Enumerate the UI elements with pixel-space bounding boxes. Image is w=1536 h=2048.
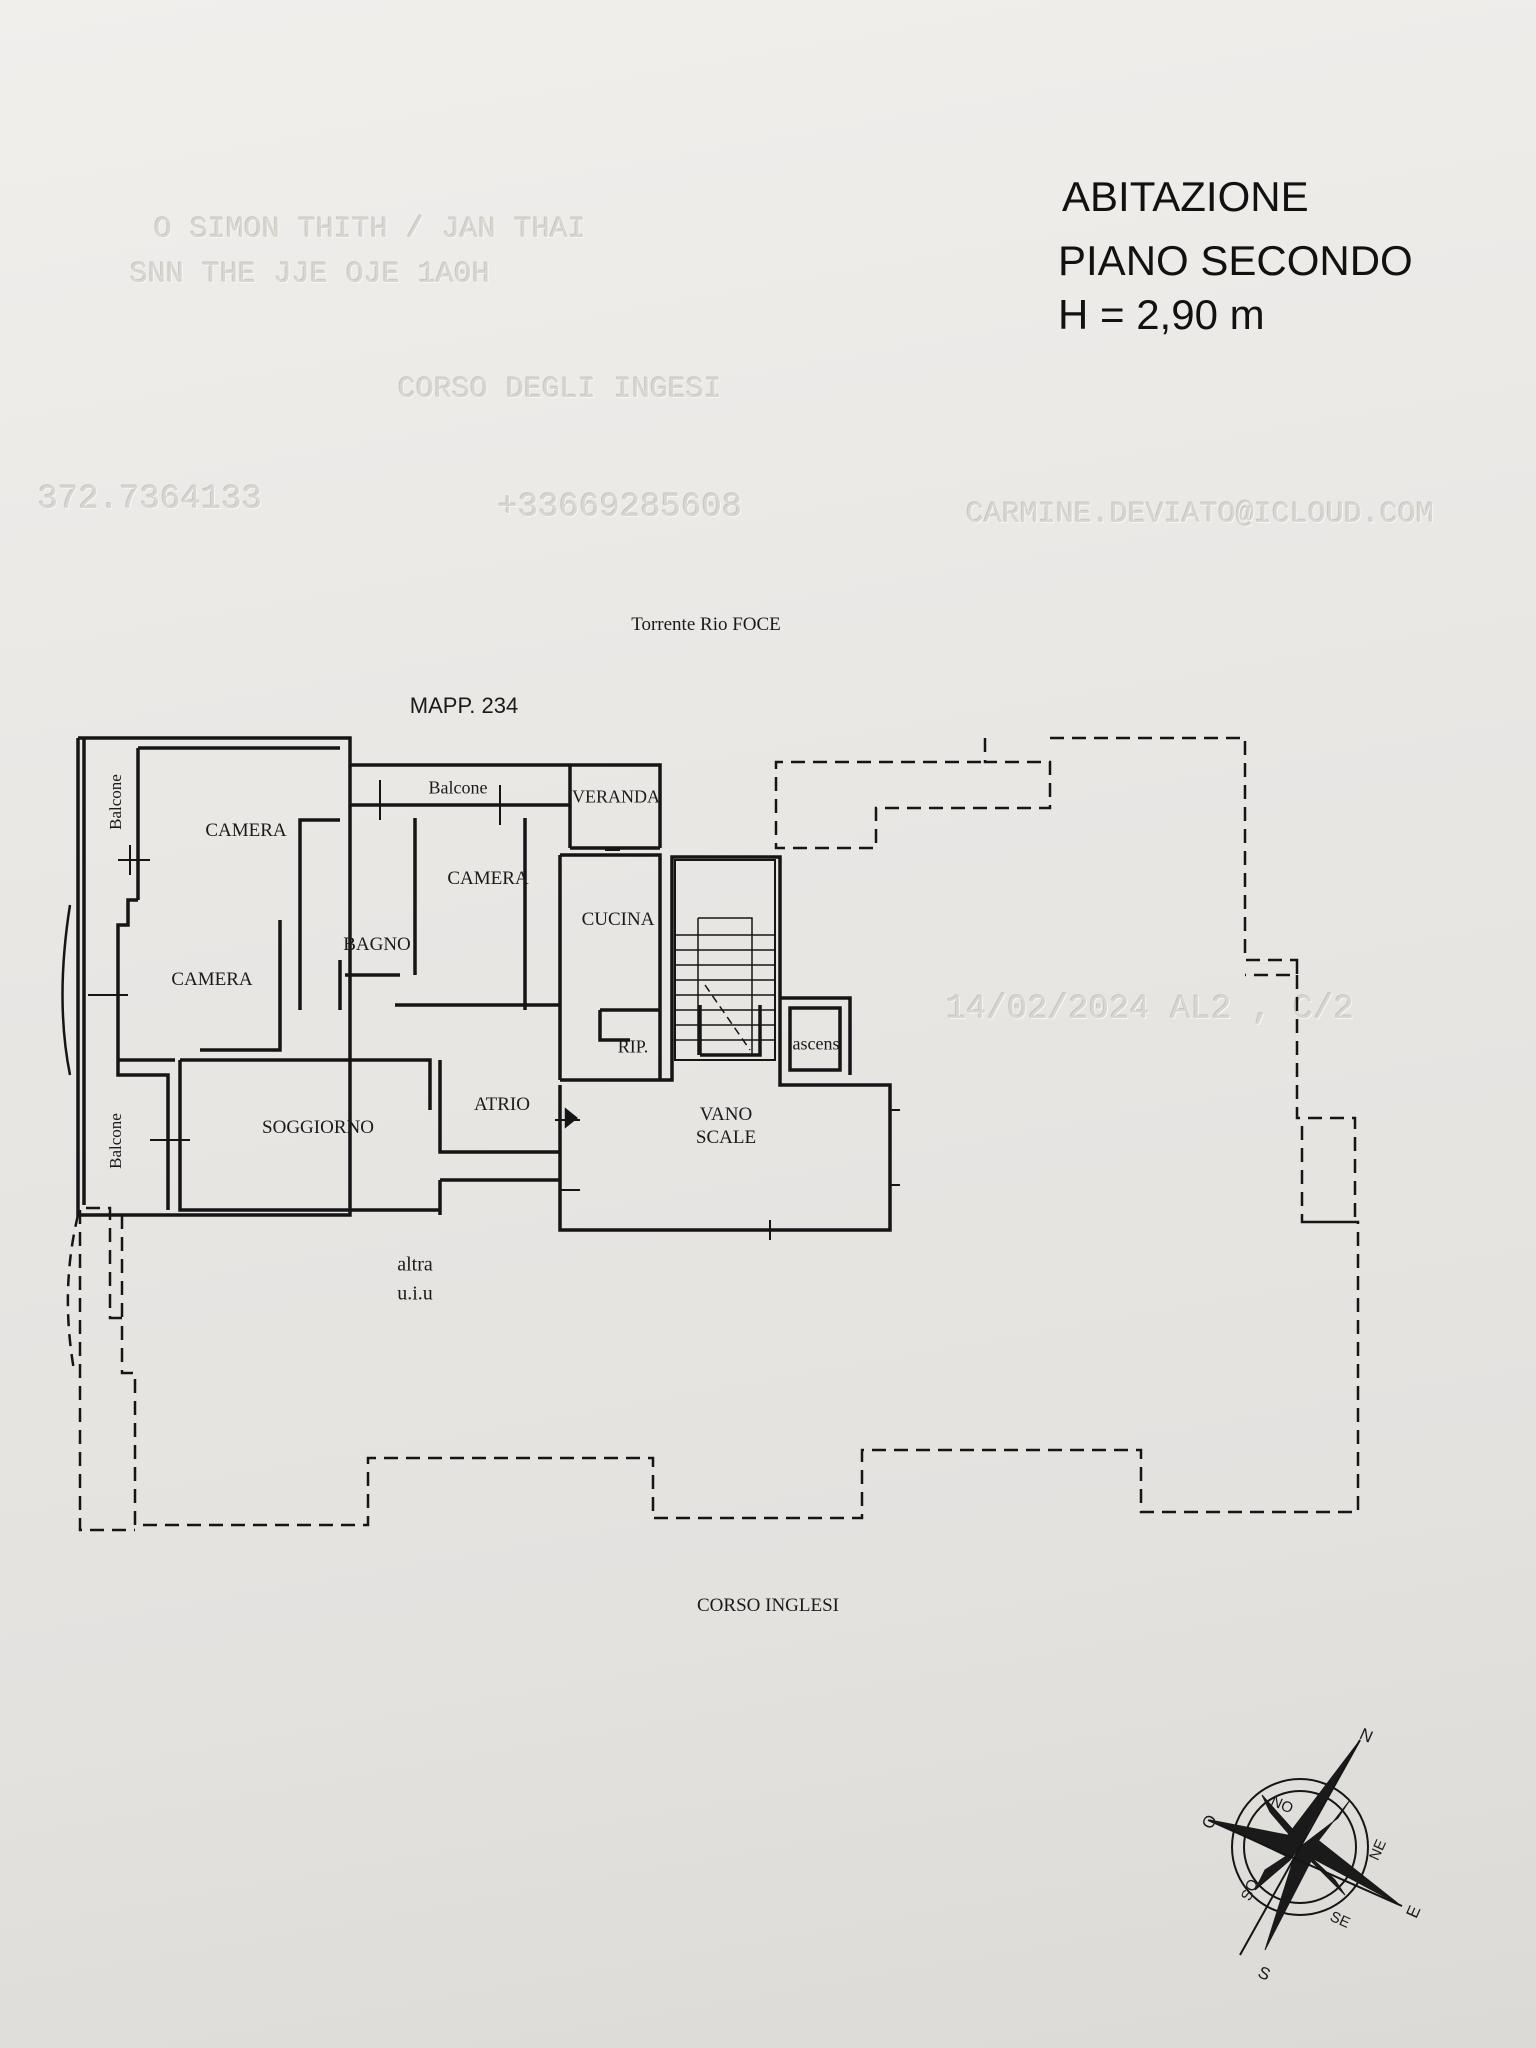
compass-ring-inner [1243,1790,1357,1904]
label-veranda: VERANDA [572,786,660,807]
compass-ring-outer [1231,1778,1369,1916]
label-uiu: u.i.u [397,1282,433,1305]
compass-point-ne [1298,1799,1351,1848]
curved-facade [61,904,72,1076]
embossed-writing: SNN THE JJE OJE 1A0H [129,258,491,292]
label-altra: altra [397,1253,433,1276]
entrance-marker [564,1107,579,1129]
embossed-writing: CARMINE.DEVIATO@ICLOUD.COM [965,498,1435,532]
embossed-writing: O SIMON THITH / JAN THAI [153,213,587,247]
label-camera-w: CAMERA [171,969,253,990]
title-line-piano: PIANO SECONDO [1058,237,1413,284]
walls-solid [76,736,892,1232]
compass-point-no [1261,1794,1301,1848]
label-soggiorno: SOGGIORNO [262,1117,374,1138]
label-cucina: CUCINA [581,909,655,930]
embossed-writing: 372.7364133 [37,481,263,519]
compass-point-so [1254,1846,1301,1891]
compass-axis-eo [1207,1819,1403,1907]
label-south-street: CORSO INGLESI [697,1595,839,1616]
label-scale: SCALE [695,1127,757,1148]
stair-arrow [704,984,751,1051]
embossed-writing: +33669285608 [497,489,743,527]
label-ascens: ascens [792,1033,840,1054]
label-rip: RIP. [617,1036,649,1057]
title-line-abitazione: ABITAZIONE [1062,173,1309,220]
label-camera-nw: CAMERA [205,820,287,841]
building-outline-dashed [78,736,1360,1532]
label-parcel: MAPP. 234 [409,693,519,718]
stair-treads [675,917,775,1055]
embossed-writing: 14/02/2024 AL2 , C/2 [945,991,1355,1029]
label-bagno: BAGNO [343,934,411,955]
label-vano: VANO [699,1104,753,1125]
title-block: ABITAZIONE PIANO SECONDO H = 2,90 m [1058,170,1413,342]
label-balcone-top: Balcone [428,777,488,798]
stair-block [674,859,776,1061]
embossed-writing: CORSO DEGLI INGESI [397,373,723,407]
label-camera-n: CAMERA [447,868,529,889]
label-atrio: ATRIO [474,1094,530,1115]
compass-axis-ns [1239,1739,1361,1956]
label-north-street: Torrente Rio FOCE [631,614,781,635]
title-line-height: H = 2,90 m [1058,291,1265,338]
